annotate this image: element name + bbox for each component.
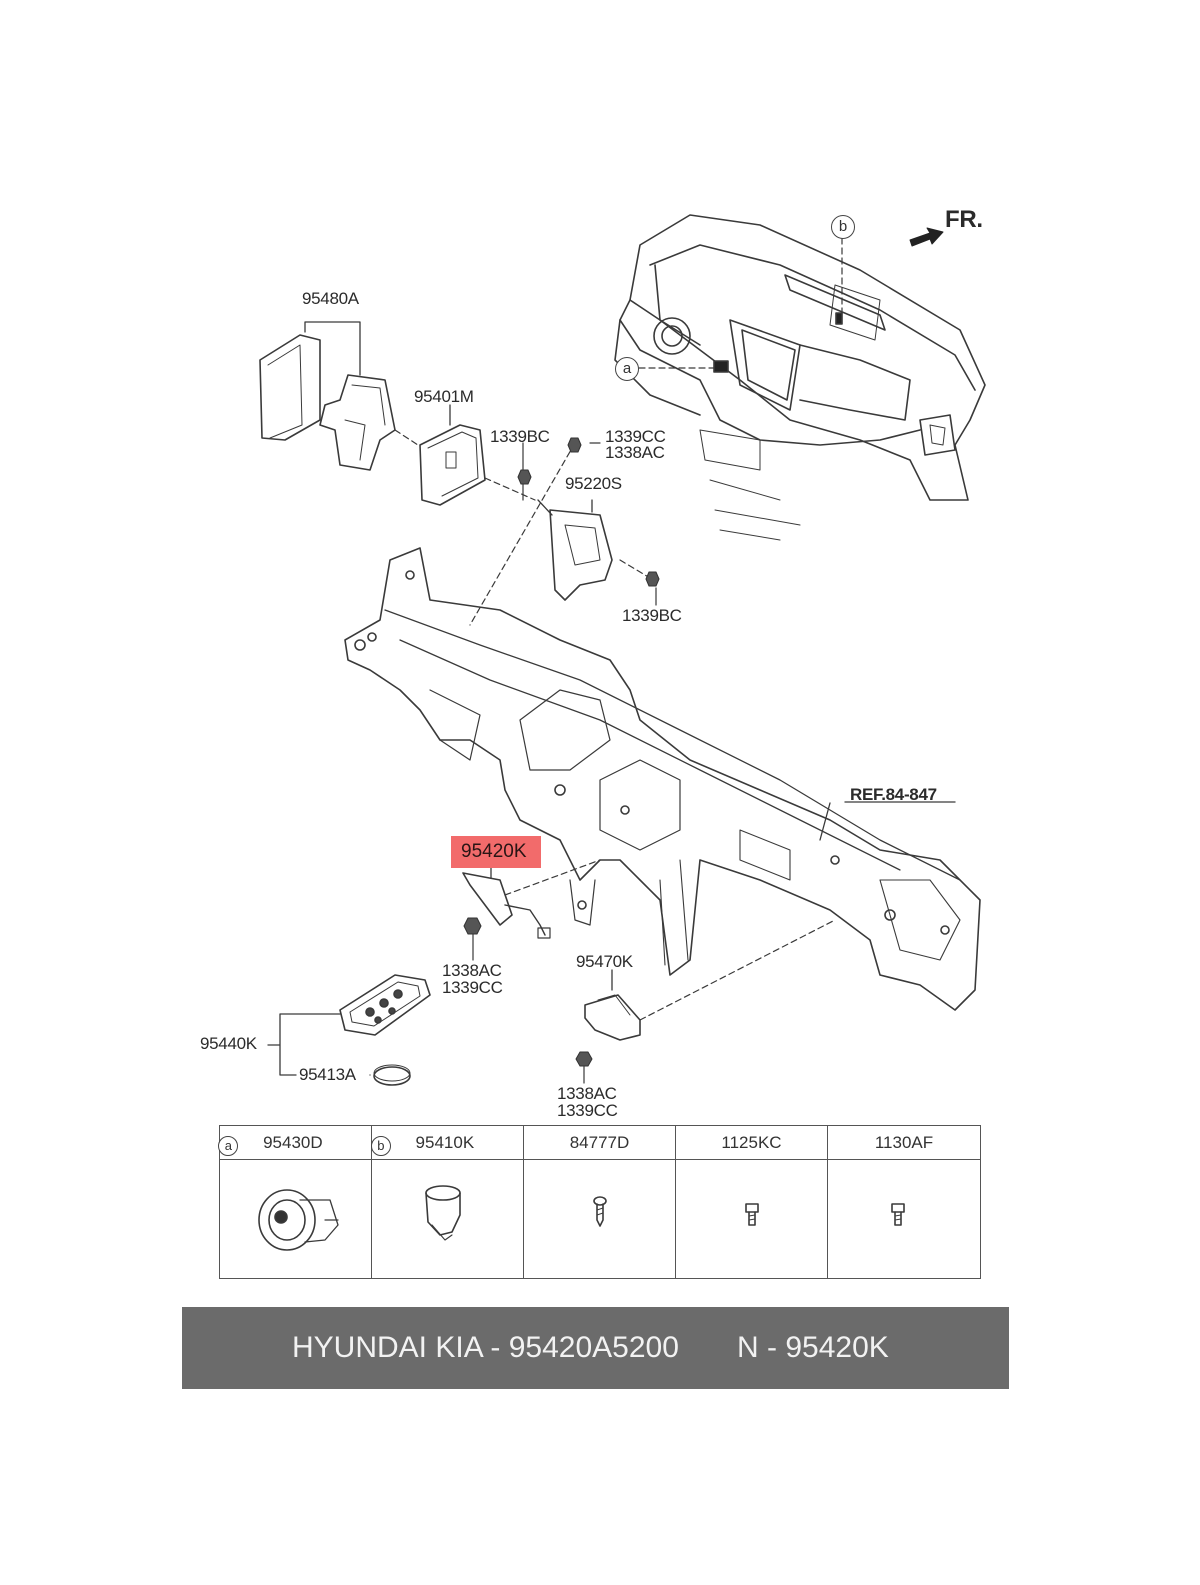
part-label-95401M: 95401M xyxy=(414,387,474,406)
callout-b: b xyxy=(370,1136,391,1156)
diagram-part-number: N - 95420K xyxy=(737,1331,889,1364)
module-95480A xyxy=(259,321,396,471)
part-label-95440K: 95440K xyxy=(200,1034,257,1053)
screw-icon xyxy=(593,1196,607,1227)
part-label-95480A: 95480A xyxy=(302,289,359,308)
bolt-icon xyxy=(891,1203,905,1226)
part-number: 84777D xyxy=(524,1126,675,1160)
reference-label: REF.84-847 xyxy=(850,785,937,804)
part-label-1338AC: 1338AC xyxy=(605,443,665,462)
part-95420K xyxy=(462,859,601,939)
table-cell: 84777D xyxy=(523,1125,676,1279)
table-cell: 1125KC xyxy=(675,1125,828,1279)
key-fob-illustration xyxy=(339,974,431,1086)
part-label-1338AC: 1338AC xyxy=(442,961,502,980)
bracket-95220S xyxy=(469,442,651,626)
module-95470K xyxy=(584,919,836,1041)
table-cell: 1130AF xyxy=(827,1125,981,1279)
front-direction-label: FR. xyxy=(945,206,983,233)
cross-car-beam xyxy=(344,547,981,1011)
start-button-icon xyxy=(258,1189,339,1251)
nut-icons xyxy=(463,437,660,1067)
part-label-1339BC: 1339BC xyxy=(490,427,550,446)
parts-table: a 95430D b 95410K 84777D 1125KC 1130AF xyxy=(218,1125,981,1279)
part-number: 95410K xyxy=(415,1133,475,1152)
module-95401M xyxy=(394,404,536,506)
sensor-icon xyxy=(425,1185,461,1241)
part-number: 1125KC xyxy=(676,1126,827,1160)
table-cell: b 95410K xyxy=(370,1125,524,1279)
table-images xyxy=(258,1185,905,1251)
part-label-95470K: 95470K xyxy=(576,952,633,971)
front-arrow-icon xyxy=(909,227,944,247)
part-label-1339BC: 1339BC xyxy=(622,606,682,625)
table-header: a 95430D xyxy=(218,1126,371,1160)
bolt-icon xyxy=(745,1203,759,1226)
dashboard-illustration xyxy=(614,214,986,541)
part-number: 1130AF xyxy=(828,1126,980,1160)
part-label-1339CC: 1339CC xyxy=(605,427,666,446)
part-label-1339CC: 1339CC xyxy=(557,1101,618,1120)
part-label-1338AC: 1338AC xyxy=(557,1084,617,1103)
part-number: 95430D xyxy=(263,1133,323,1152)
oem-part-number: HYUNDAI KIA - 95420A5200 xyxy=(292,1331,679,1364)
part-number-banner: HYUNDAI KIA - 95420A5200 N - 95420K xyxy=(182,1307,1009,1389)
callout-b: b xyxy=(831,215,855,239)
table-cell: a 95430D xyxy=(218,1125,372,1279)
part-label-95220S: 95220S xyxy=(565,474,622,493)
callout-a: a xyxy=(218,1136,239,1156)
highlighted-part-label: 95420K xyxy=(451,836,541,868)
table-header: b 95410K xyxy=(370,1126,523,1160)
callout-a: a xyxy=(615,357,639,381)
part-label-1339CC: 1339CC xyxy=(442,978,503,997)
part-label-95413A: 95413A xyxy=(299,1065,356,1084)
